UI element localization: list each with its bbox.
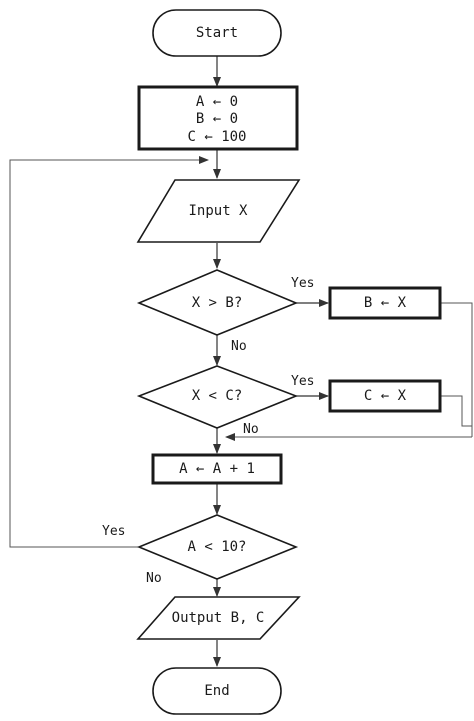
label-loop-no: No [146,571,162,586]
label-b-no: No [231,339,247,354]
output-parallelogram: Output B, C [136,596,301,640]
assign-c-label: C ← X [364,388,407,404]
input-label: Input X [188,203,248,219]
decision-x-lt-c: X < C? [136,365,299,429]
assign-c-process: C ← X [328,379,442,413]
increment-label: A ← A + 1 [179,461,255,477]
start-label: Start [196,25,238,41]
edge-labels: Yes No Yes No Yes No [102,276,314,586]
decision-loop: A < 10? [136,514,299,580]
end-label: End [204,683,229,699]
decision-x-gt-b: X > B? [136,269,299,336]
label-b-yes: Yes [291,276,314,291]
end-terminal: End [152,667,282,715]
input-parallelogram: Input X [136,179,301,243]
decision-loop-label: A < 10? [187,539,246,555]
start-terminal: Start [152,9,282,57]
assign-b-label: B ← X [364,295,407,311]
increment-process: A ← A + 1 [151,453,283,485]
label-c-no: No [243,422,259,437]
init-line-c: C ← 100 [187,129,246,145]
init-process: A ← 0 B ← 0 C ← 100 [137,85,299,151]
label-loop-yes: Yes [102,524,125,539]
label-c-yes: Yes [291,374,314,389]
init-line-b: B ← 0 [196,111,238,127]
decision-x-gt-b-label: X > B? [192,295,243,311]
edge-assign-c-to-merge [440,395,472,427]
edge-loop-yes-back [9,156,209,548]
init-line-a: A ← 0 [196,94,238,110]
connectors [9,56,473,667]
assign-b-process: B ← X [328,286,442,320]
edge-assign-b-to-merge [440,302,473,437]
output-label: Output B, C [172,610,265,626]
decision-x-lt-c-label: X < C? [192,388,243,404]
